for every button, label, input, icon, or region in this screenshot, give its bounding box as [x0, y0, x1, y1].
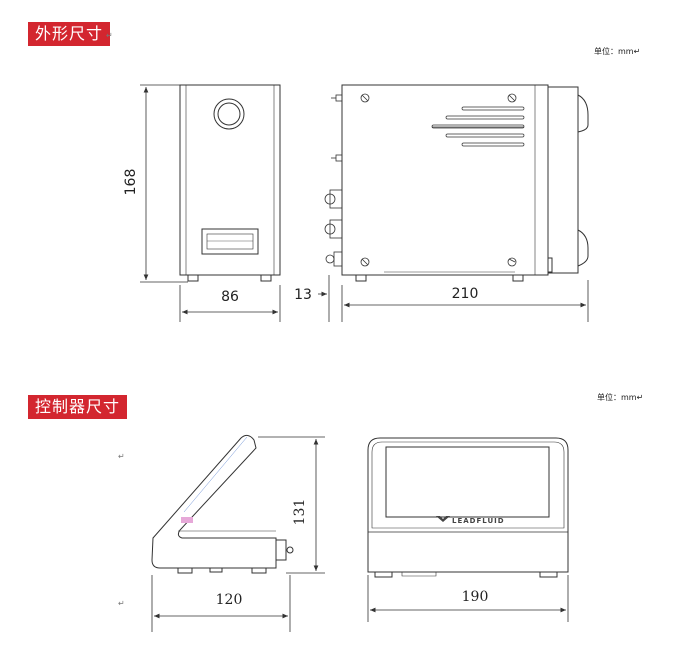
side-vents: [431, 106, 525, 147]
side-foot-left: [355, 275, 367, 282]
dim-side-length: [344, 280, 589, 322]
brand-logo-icon: [436, 516, 450, 522]
pump-front-body: [179, 84, 281, 276]
dim-controller-height: [258, 436, 325, 574]
front-knob-outer: [213, 98, 245, 130]
front-display-frame: [201, 228, 259, 255]
side-end-cap: [547, 86, 579, 274]
controller-side-view: [151, 434, 294, 574]
controller-screen: [385, 446, 550, 518]
dim-controller-width: [367, 575, 569, 622]
controller-front-view: [367, 437, 569, 578]
side-foot-right: [512, 275, 524, 282]
controller-side-body: [151, 434, 277, 569]
pump-side-view: [324, 84, 589, 282]
dim-front-width: [179, 285, 281, 322]
side-screws: [360, 93, 517, 267]
controller-side-connector: [275, 539, 287, 561]
side-offset-label: 13: [294, 287, 312, 303]
controller-front-body: [367, 437, 569, 573]
unit-note-outline: 单位：mm↵: [594, 47, 641, 56]
front-knob-inner: [217, 102, 241, 126]
stray-mark-2: ↵: [118, 599, 125, 608]
front-foot-left: [187, 275, 199, 282]
dim-front-height: [140, 84, 188, 283]
stray-mark-3: ↵: [106, 31, 113, 40]
brand-label: LEADFLUID: [452, 517, 505, 525]
pump-front-view: [179, 84, 281, 282]
section-title-controller: 控制器尺寸: [28, 395, 128, 419]
stray-mark-1: ↵: [118, 452, 125, 461]
side-connectors: [324, 94, 343, 267]
side-body: [341, 84, 549, 276]
controller-depth-label: 120: [216, 592, 243, 608]
section-title-outline: 外形尺寸: [28, 22, 111, 46]
front-height-label: 168: [123, 169, 139, 196]
controller-pink-mark: [181, 517, 193, 523]
controller-height-label: 131: [292, 499, 308, 526]
front-display-window: [206, 233, 254, 250]
side-length-label: 210: [452, 286, 479, 302]
unit-note-controller: 单位：mm↵: [597, 393, 644, 402]
side-cap-bump-top: [577, 94, 589, 133]
dim-controller-depth: [151, 575, 291, 632]
side-cap-bump-bottom: [577, 229, 589, 267]
front-width-label: 86: [221, 289, 239, 305]
front-foot-right: [260, 275, 272, 282]
controller-width-label: 190: [462, 589, 489, 605]
dim-side-offset: [318, 275, 343, 322]
